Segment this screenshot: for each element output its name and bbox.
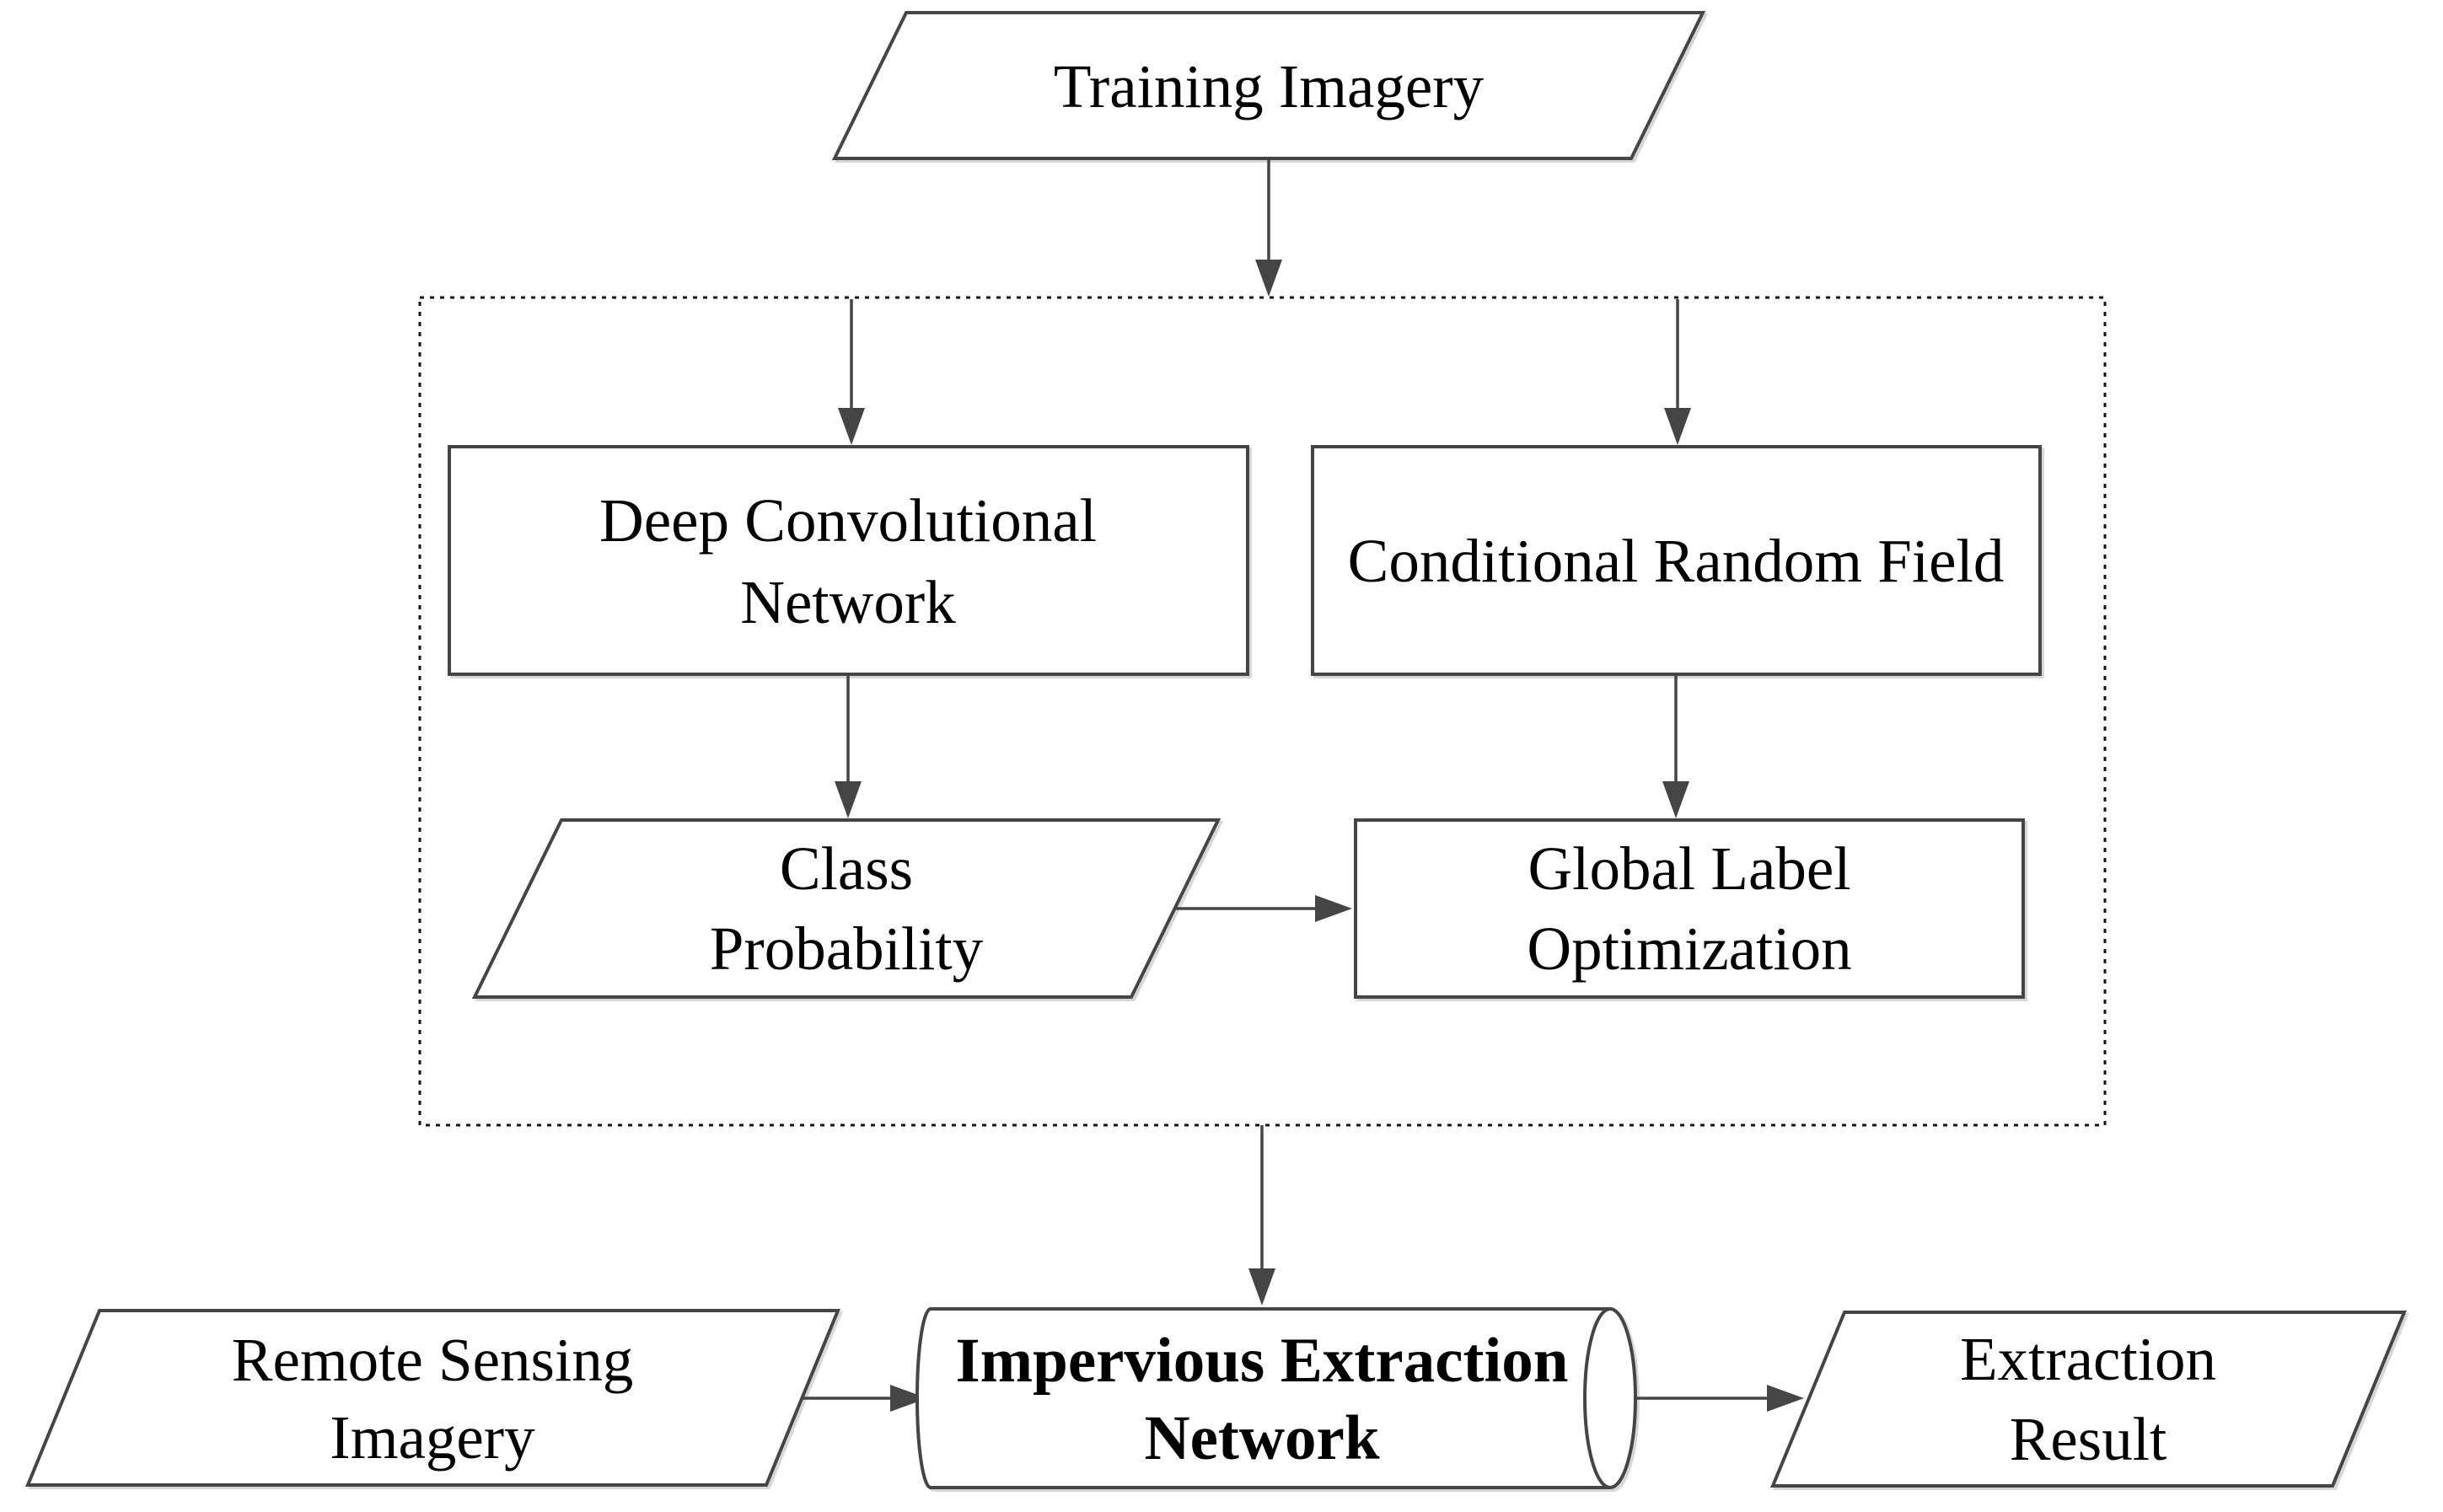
global-label-label-line2: Optimization — [1527, 914, 1851, 983]
extraction-result-parallelogram — [1770, 1311, 2407, 1488]
training-imagery-parallelogram — [831, 11, 1706, 160]
impervious-cylinder-body — [915, 1307, 1638, 1489]
node-global-label-optimization: Global Label Optimization — [1354, 818, 2025, 999]
node-class-probability: Class Probability — [471, 818, 1222, 999]
dcn-label-line2: Network — [740, 568, 956, 636]
training-module-container — [418, 296, 2107, 1127]
impervious-label-line1: Impervious Extraction — [955, 1326, 1568, 1396]
extraction-result-label-line2: Result — [2010, 1405, 2167, 1473]
node-training-imagery: Training Imagery — [831, 11, 1706, 160]
global-label-rectangle — [1354, 818, 2025, 999]
crf-rectangle — [1311, 445, 2042, 676]
remote-sensing-parallelogram — [25, 1309, 840, 1487]
impervious-cylinder-cap-arc — [1583, 1307, 1611, 1489]
extraction-result-label-line1: Extraction — [1960, 1325, 2216, 1393]
training-imagery-label: Training Imagery — [1054, 52, 1485, 121]
arrow-training-to-module — [1255, 158, 1282, 297]
remote-sensing-label-line1: Remote Sensing — [232, 1326, 634, 1394]
arrow-module-to-impervious — [1248, 1125, 1275, 1306]
class-probability-label-line2: Probability — [710, 914, 984, 983]
class-probability-parallelogram — [471, 818, 1222, 999]
node-conditional-random-field: Conditional Random Field — [1311, 445, 2042, 676]
node-impervious-extraction-network: Impervious Extraction Network — [915, 1307, 1638, 1489]
node-deep-convolutional-network: Deep Convolutional Network — [448, 445, 1249, 676]
arrow-dcn-to-class-probability — [835, 674, 862, 818]
arrow-impervious-to-extraction-result — [1635, 1385, 1804, 1412]
impervious-label-line2: Network — [1144, 1403, 1379, 1473]
crf-label: Conditional Random Field — [1348, 527, 2005, 595]
dcn-label-line1: Deep Convolutional — [599, 486, 1097, 555]
class-probability-label-line1: Class — [780, 834, 913, 903]
arrow-remote-sensing-to-impervious — [802, 1385, 927, 1412]
global-label-label-line1: Global Label — [1528, 834, 1850, 903]
node-extraction-result: Extraction Result — [1770, 1311, 2407, 1488]
remote-sensing-label-line2: Imagery — [330, 1403, 535, 1472]
arrow-class-probability-to-global-label — [1174, 895, 1352, 922]
node-remote-sensing-imagery: Remote Sensing Imagery — [25, 1309, 840, 1487]
arrow-module-to-dcn — [838, 299, 865, 445]
arrow-module-to-crf — [1664, 299, 1691, 445]
dcn-rectangle — [448, 445, 1249, 676]
arrow-crf-to-global-label — [1662, 674, 1689, 818]
